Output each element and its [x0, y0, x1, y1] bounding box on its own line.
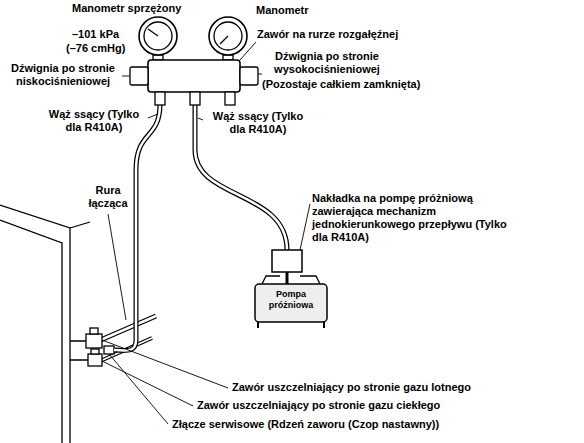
- pressure-value: (–76 cmHg): [66, 42, 138, 55]
- note-label: (Pozostaje całkiem zamknięta): [262, 78, 452, 91]
- adapter-stem: [286, 272, 289, 284]
- vacuum-pump: [255, 284, 327, 322]
- part-label: Zawór na rurze rozgałęźnej: [257, 28, 457, 41]
- check-valve-adapter: [272, 250, 302, 272]
- port: [190, 92, 200, 105]
- pump-label: Pompa próżniowa: [265, 289, 317, 311]
- gas-valve-cap: [90, 328, 98, 334]
- liquid-valve: [88, 354, 102, 366]
- port: [225, 92, 235, 105]
- part-label: Rura łącząca: [84, 184, 132, 210]
- gauge-face: [214, 22, 242, 50]
- pressure-gauge: [209, 17, 247, 55]
- suction-hose-left: [114, 104, 160, 351]
- port: [155, 92, 165, 105]
- gauge-label: Manometr sprzężony: [72, 2, 192, 15]
- part-label: Dźwignia po stronie niskociśnieniowej: [4, 62, 122, 88]
- leader-lines: [102, 42, 310, 424]
- gauge-needle: [148, 29, 158, 36]
- compound-gauge: [139, 17, 177, 55]
- outdoor-unit-top: [70, 222, 90, 228]
- gauge-needle: [220, 36, 228, 44]
- manifold-body: [148, 60, 240, 92]
- liquid-valve-cap: [91, 349, 99, 354]
- part-label: Dźwignia po stronie wysokociśnieniowej: [262, 50, 392, 76]
- valve-mounts: [70, 341, 88, 360]
- high-lever: [240, 67, 258, 85]
- suction-hose-left-inner: [114, 104, 160, 351]
- part-label: Wąż ssący (Tylko dla R410A): [204, 110, 312, 136]
- part-label: Zawór uszczelniający po stronie gazu cie…: [197, 399, 537, 412]
- pump-handle: [262, 276, 320, 284]
- outdoor-unit: [0, 205, 70, 443]
- outdoor-unit-panel: [0, 220, 62, 443]
- part-label: Złącze serwisowe (Rdzeń zaworu (Czop nas…: [172, 418, 532, 431]
- gas-valve: [86, 334, 102, 348]
- part-label: Zawór uszczelniający po stronie gazu lot…: [232, 381, 572, 394]
- part-label: Nakładka na pompę próżniową zawierająca …: [312, 192, 512, 244]
- pump-feet: [258, 322, 324, 328]
- low-lever: [130, 67, 148, 85]
- service-port: [104, 346, 114, 354]
- gauge-label: Manometr: [256, 4, 336, 17]
- gauge-face: [144, 22, 172, 50]
- part-label: Wąż ssący (Tylko dla R410A): [40, 108, 148, 134]
- pressure-value: –101 kPa: [72, 28, 142, 41]
